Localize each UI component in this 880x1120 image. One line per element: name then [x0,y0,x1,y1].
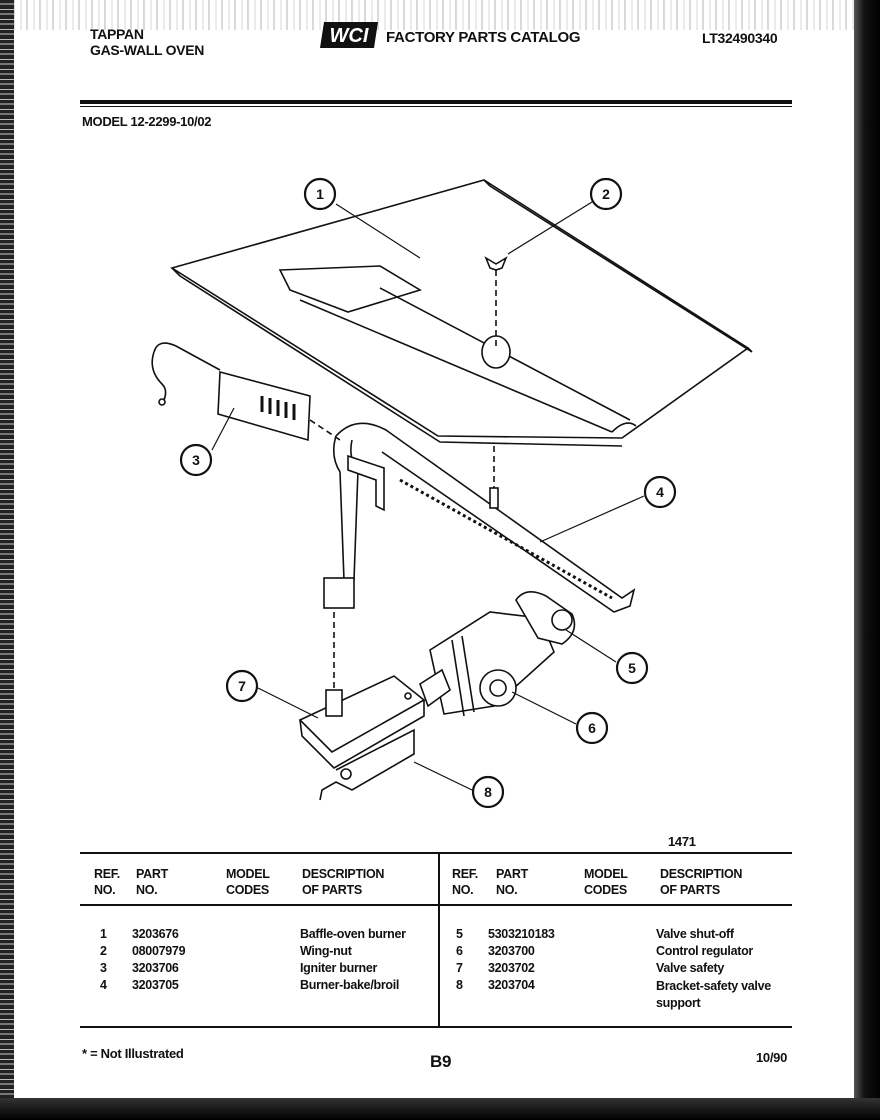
scan-noise-top [0,0,880,30]
ref-no: 8 [456,978,463,992]
callout-5: 5 [628,660,636,676]
part-no: 3203705 [132,978,179,992]
callout-8-circle [471,775,505,809]
description: Igniter burner [300,961,378,975]
scan-edge-bottom [0,1098,880,1120]
igniter-burner [151,342,341,442]
header-rule-thin [80,106,792,107]
callout-2-circle [589,177,623,211]
model-number: MODEL 12-2299-10/02 [82,114,212,129]
description: Burner-bake/broil [300,978,400,992]
callout-3: 3 [192,452,200,468]
description: Baffle-oven burner [300,927,406,941]
callout-7-circle [225,669,259,703]
baffle-oven-burner [170,179,753,447]
burner-bake-broil [323,422,636,613]
callout-3-circle [179,443,213,477]
wci-logo: WCI [320,22,378,48]
col-header-desc-left: DESCRIPTION OF PARTS [302,867,385,897]
description: Bracket-safety valve support [656,979,771,1010]
ref-no: 5 [456,927,463,941]
callout-4: 4 [656,484,664,500]
callout-4-circle [643,475,677,509]
catalog-number: LT32490340 [702,30,778,46]
col-header-part-right: PART NO. [496,867,528,897]
callout-5-circle [615,651,649,685]
table-bottom-rule [80,1026,792,1028]
ref-no: 2 [100,944,107,958]
scan-edge-right [854,0,880,1120]
ref-no: 4 [100,978,107,992]
ref-no: 3 [100,961,107,975]
part-no: 3203704 [488,978,535,992]
callout-8: 8 [484,784,492,800]
ref-no: 7 [456,961,463,975]
description: Control regulator [656,944,753,958]
valve-safety [298,612,426,769]
callout-1-circle [303,177,337,211]
table-divider [438,852,440,1028]
page-number: B9 [430,1052,452,1071]
table-top-rule [80,852,792,854]
col-header-ref-right: REF. NO. [452,867,478,897]
catalog-title: FACTORY PARTS CATALOG [386,29,581,46]
not-illustrated-note: * = Not Illustrated [82,1046,184,1061]
control-regulator-assembly [419,591,576,717]
col-header-desc-right: DESCRIPTION OF PARTS [660,867,743,897]
scan-edge-left [0,0,14,1120]
callout-6: 6 [588,720,596,736]
description: Valve safety [656,961,724,975]
callout-1: 1 [316,186,324,202]
description: Valve shut-off [656,927,734,941]
description: Wing-nut [300,944,352,958]
part-no: 5303210183 [488,927,555,941]
bracket-safety-valve-support [319,728,415,801]
logo-text: WCI [330,25,369,47]
callout-6-circle [575,711,609,745]
part-no: 3203702 [488,961,535,975]
part-no: 08007979 [132,944,186,958]
table-header-rule [80,904,792,906]
product-name: GAS-WALL OVEN [90,42,205,58]
exploded-parts-diagram: 1 2 3 4 5 6 7 8 [151,177,753,809]
part-no: 3203706 [132,961,179,975]
print-date: 10/90 [756,1050,788,1065]
col-header-model-left: MODEL CODES [226,867,270,897]
part-no: 3203676 [132,927,179,941]
wing-nut [484,256,508,346]
col-header-part-left: PART NO. [136,867,168,897]
callout-2: 2 [602,186,610,202]
ref-no: 1 [100,927,107,941]
brand-name: TAPPAN [90,26,144,42]
part-no: 3203700 [488,944,535,958]
col-header-ref-left: REF. NO. [94,867,120,897]
callout-7: 7 [238,678,246,694]
col-header-model-right: MODEL CODES [584,867,628,897]
header-rule [80,100,792,104]
illustration-number: 1471 [668,834,696,849]
ref-no: 6 [456,944,463,958]
